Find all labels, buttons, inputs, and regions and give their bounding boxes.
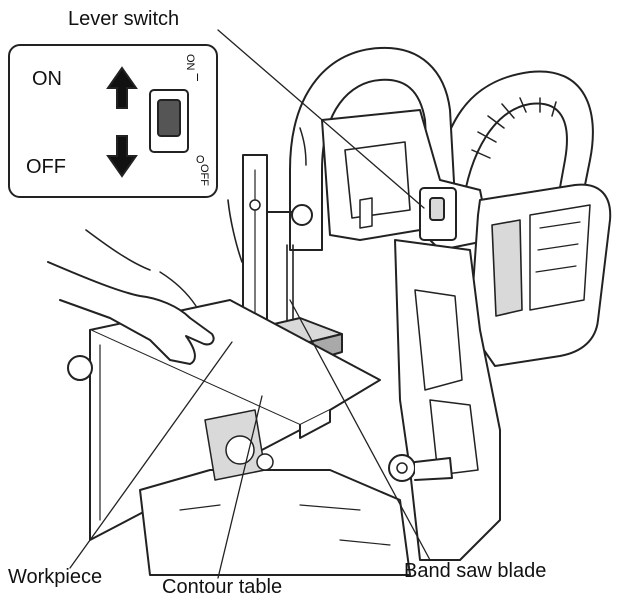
switch-off-text: OFF [198, 164, 210, 186]
callout-band-saw-blade: Band saw blade [404, 560, 546, 583]
arrow-down-icon [108, 136, 136, 176]
inset-switch-lever [158, 100, 180, 136]
guide-adjust-knob [292, 205, 312, 225]
callout-workpiece: Workpiece [8, 566, 102, 589]
callout-contour-table: Contour table [162, 576, 282, 599]
lever-switch-knob [430, 198, 444, 220]
switch-inset-panel: ON OFF ON I O OFF [8, 44, 218, 198]
arrow-up-icon [108, 68, 136, 108]
lower-base [140, 470, 410, 575]
switch-on-symbol: I [196, 72, 199, 84]
switch-on-text: ON [184, 54, 196, 71]
callout-lever-switch: Lever switch [68, 8, 179, 31]
table-lock-knob [68, 356, 92, 380]
